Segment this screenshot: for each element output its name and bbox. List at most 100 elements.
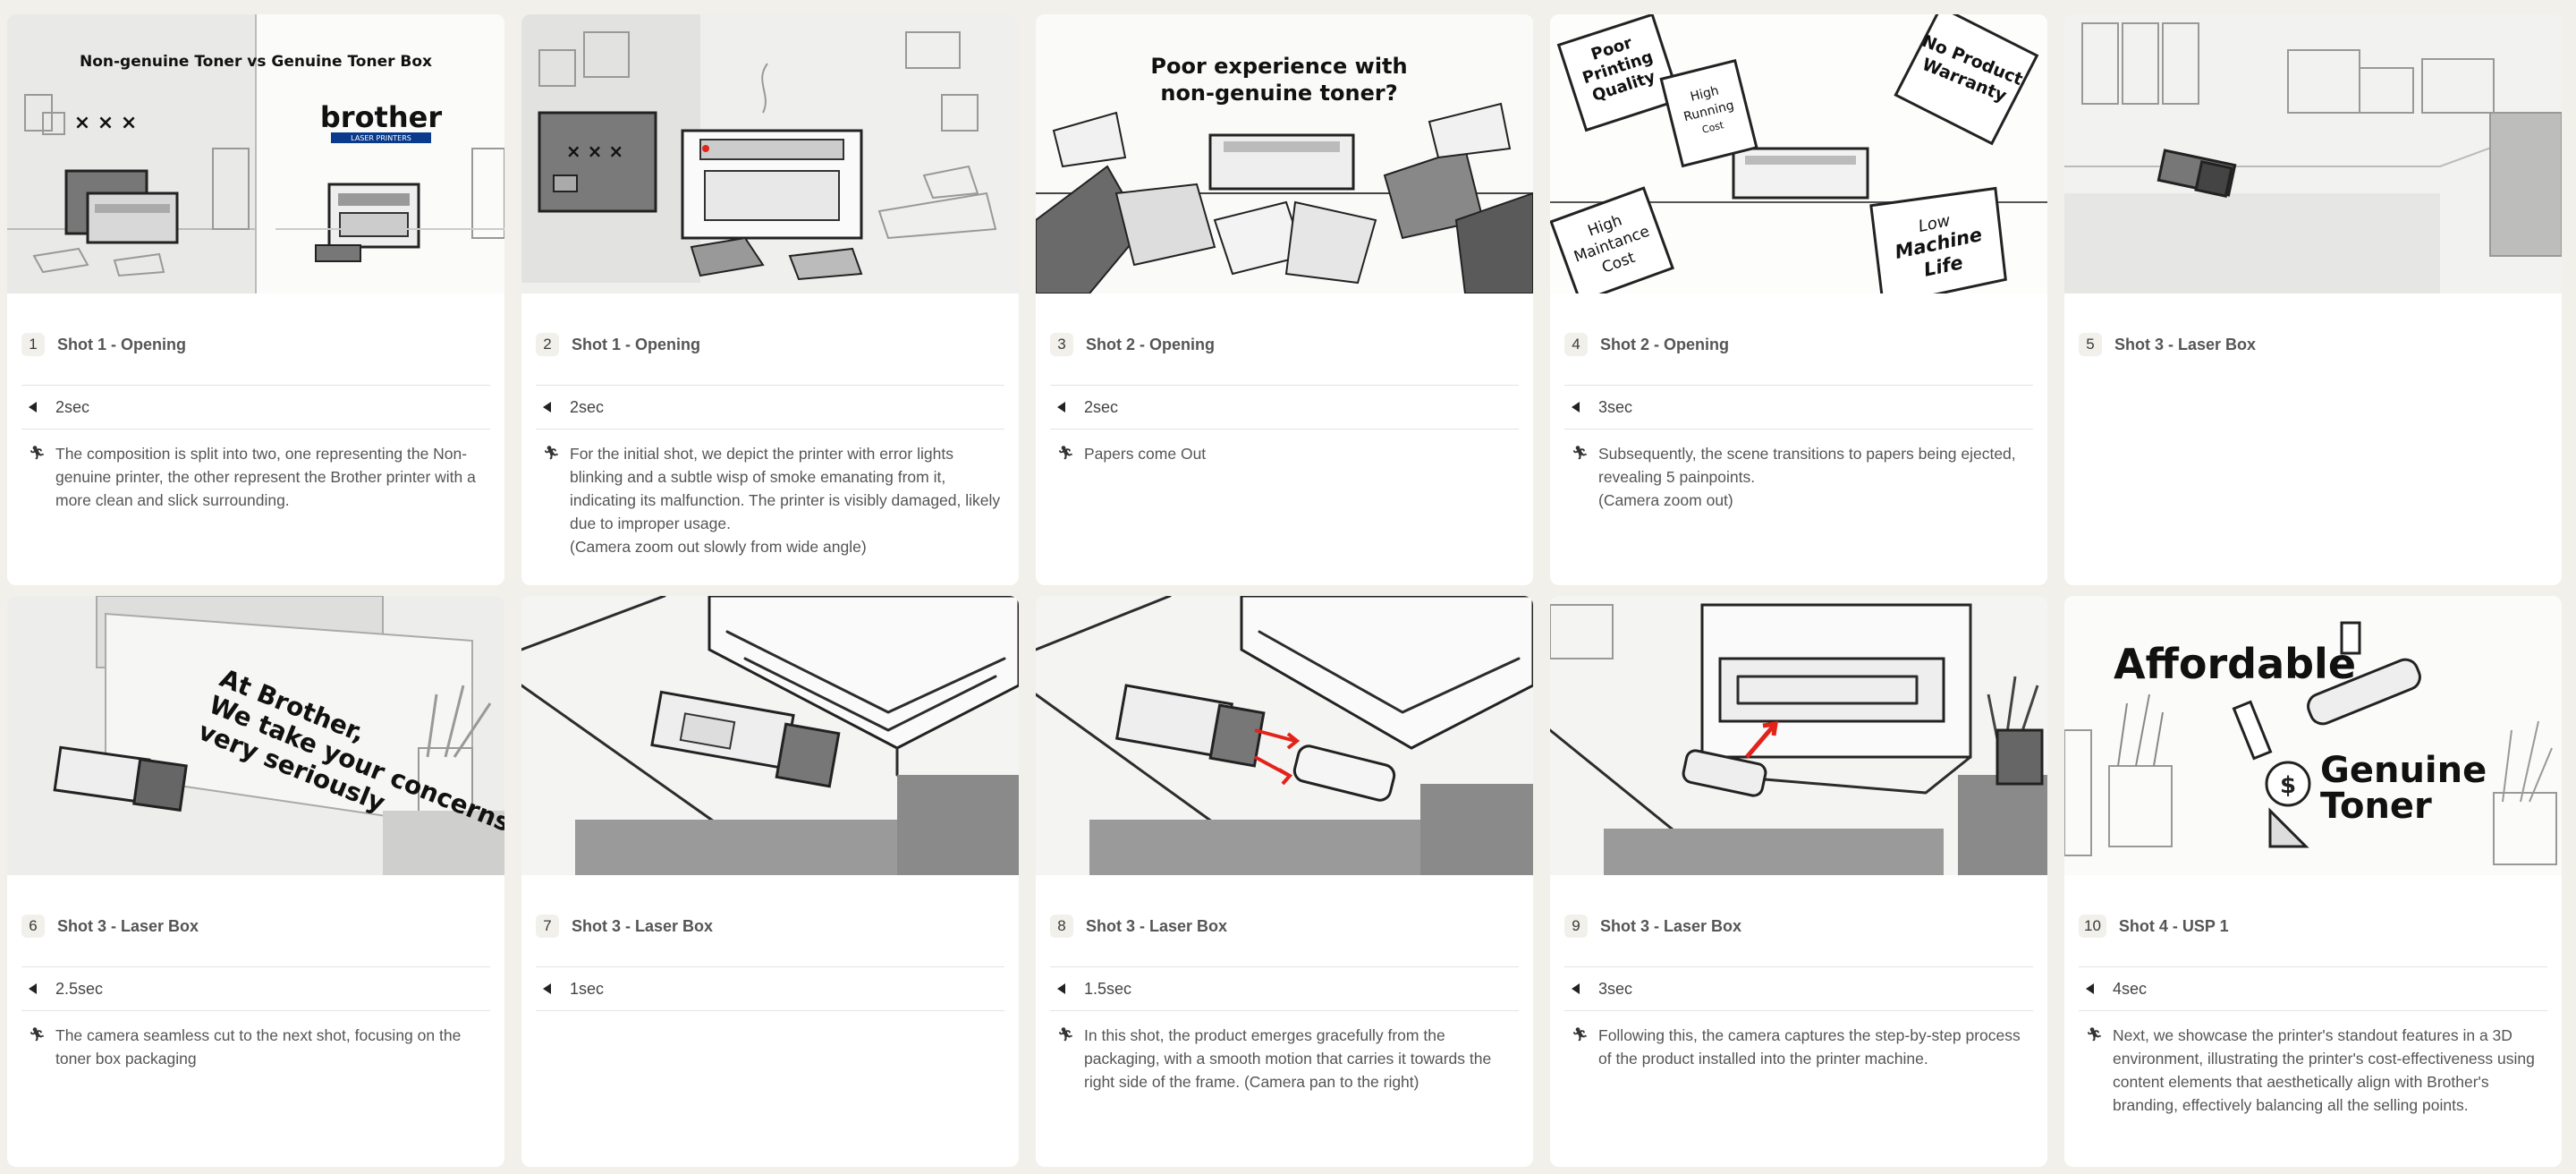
duration-row: 4sec: [2079, 966, 2547, 1011]
sketch-illustration: Poor Printing Quality High Running Cost …: [1550, 14, 2047, 294]
error-marks: × × ×: [566, 140, 623, 162]
speaker-icon: [1564, 983, 1580, 994]
duration-text[interactable]: 1.5sec: [1084, 979, 1132, 998]
duration-text[interactable]: 3sec: [1598, 979, 1633, 998]
duration-text[interactable]: 2sec: [1084, 397, 1119, 416]
frame-header: 3 Shot 2 - Opening: [1050, 329, 1519, 360]
action-row: 🏃︎ The composition is split into two, on…: [21, 442, 490, 512]
frame-art-title: Non-genuine Toner vs Genuine Toner Box: [80, 53, 432, 71]
speaker-icon: [1050, 983, 1065, 994]
storyboard-frame[interactable]: Non-genuine Toner vs Genuine Toner Box ×…: [7, 14, 504, 585]
frame-thumbnail[interactable]: × × ×: [521, 14, 1019, 294]
shot-title[interactable]: Shot 3 - Laser Box: [1600, 916, 1742, 935]
storyboard-frame[interactable]: 8 Shot 3 - Laser Box 1.5sec 🏃︎ In this s…: [1036, 596, 1533, 1167]
frame-thumbnail[interactable]: $ Affordable Genuine Toner: [2064, 596, 2562, 875]
duration-row: 2.5sec: [21, 966, 490, 1011]
painpoint-text: Cost: [1701, 119, 1726, 136]
frame-number: 9: [1564, 915, 1588, 938]
frame-header: 5 Shot 3 - Laser Box: [2079, 329, 2547, 360]
shot-title[interactable]: Shot 3 - Laser Box: [57, 916, 199, 935]
action-text[interactable]: Subsequently, the scene transitions to p…: [1598, 445, 2016, 509]
storyboard-grid: Non-genuine Toner vs Genuine Toner Box ×…: [7, 14, 2562, 1167]
shot-title[interactable]: Shot 3 - Laser Box: [572, 916, 714, 935]
shot-title[interactable]: Shot 4 - USP 1: [2118, 916, 2229, 935]
frame-thumbnail[interactable]: [521, 596, 1019, 875]
duration-text[interactable]: 2sec: [55, 397, 90, 416]
frame-thumbnail[interactable]: [2064, 14, 2562, 294]
frame-info-card: 8 Shot 3 - Laser Box 1.5sec 🏃︎ In this s…: [1036, 891, 1533, 1167]
speaker-icon: [536, 983, 551, 994]
storyboard-frame[interactable]: 9 Shot 3 - Laser Box 3sec 🏃︎ Following t…: [1550, 596, 2047, 1167]
shot-title[interactable]: Shot 1 - Opening: [572, 335, 700, 353]
usp-subline2: Toner: [2320, 786, 2432, 827]
frame-number: 5: [2079, 333, 2102, 356]
duration-row: 1sec: [536, 966, 1004, 1011]
frame-header: 6 Shot 3 - Laser Box: [21, 911, 490, 941]
action-text[interactable]: The camera seamless cut to the next shot…: [55, 1026, 462, 1068]
speaker-icon: [21, 983, 37, 994]
running-figure-icon: 🏃︎: [1057, 446, 1075, 461]
error-marks: × × ×: [74, 112, 138, 134]
frame-thumbnail[interactable]: Poor experience with non-genuine toner?: [1036, 14, 1533, 294]
speaker-icon: [21, 402, 37, 413]
duration-row: 3sec: [1564, 966, 2033, 1011]
frame-number: 3: [1050, 333, 1073, 356]
action-text[interactable]: In this shot, the product emerges gracef…: [1084, 1026, 1492, 1091]
frame-header: 9 Shot 3 - Laser Box: [1564, 911, 2033, 941]
action-text[interactable]: Next, we showcase the printer's standout…: [2113, 1026, 2535, 1114]
frame-info-card: 5 Shot 3 - Laser Box: [2064, 310, 2562, 585]
frame-thumbnail[interactable]: Poor Printing Quality High Running Cost …: [1550, 14, 2047, 294]
action-text[interactable]: For the initial shot, we depict the prin…: [570, 445, 1001, 556]
storyboard-frame[interactable]: 5 Shot 3 - Laser Box: [2064, 14, 2562, 585]
running-figure-icon: 🏃︎: [1057, 1027, 1075, 1042]
frame-number: 8: [1050, 915, 1073, 938]
frame-info-card: 4 Shot 2 - Opening 3sec 🏃︎ Subsequently,…: [1550, 310, 2047, 585]
brother-logo: brother: [320, 100, 442, 134]
storyboard-frame[interactable]: Poor Printing Quality High Running Cost …: [1550, 14, 2047, 585]
storyboard-frame[interactable]: Poor experience with non-genuine toner? …: [1036, 14, 1533, 585]
frame-number: 4: [1564, 333, 1588, 356]
running-figure-icon: 🏃︎: [29, 1027, 47, 1042]
storyboard-frame[interactable]: 7 Shot 3 - Laser Box 1sec: [521, 596, 1019, 1167]
shot-title[interactable]: Shot 2 - Opening: [1086, 335, 1215, 353]
speaker-icon: [2079, 983, 2094, 994]
painpoint-text: High: [1689, 83, 1720, 104]
frame-thumbnail[interactable]: [1550, 596, 2047, 875]
duration-text[interactable]: 2sec: [570, 397, 605, 416]
frame-header: 8 Shot 3 - Laser Box: [1050, 911, 1519, 941]
running-figure-icon: 🏃︎: [1572, 446, 1589, 461]
frame-header: 7 Shot 3 - Laser Box: [536, 911, 1004, 941]
frame-number: 1: [21, 333, 45, 356]
action-text[interactable]: The composition is split into two, one r…: [55, 445, 476, 509]
action-row: 🏃︎ Papers come Out: [1050, 442, 1519, 465]
running-figure-icon: 🏃︎: [543, 446, 561, 461]
action-text[interactable]: Following this, the camera captures the …: [1598, 1026, 2021, 1068]
shot-title[interactable]: Shot 3 - Laser Box: [1086, 916, 1228, 935]
frame-thumbnail[interactable]: At Brother, We take your concerns very s…: [7, 596, 504, 875]
frame-number: 10: [2079, 915, 2106, 938]
shot-title[interactable]: Shot 1 - Opening: [57, 335, 186, 353]
storyboard-frame[interactable]: At Brother, We take your concerns very s…: [7, 596, 504, 1167]
storyboard-frame[interactable]: × × × 2 Shot 1 - Opening 2sec: [521, 14, 1019, 585]
duration-text[interactable]: 3sec: [1598, 397, 1633, 416]
frame-info-card: 1 Shot 1 - Opening 2sec 🏃︎ The compositi…: [7, 310, 504, 585]
duration-row: 3sec: [1564, 385, 2033, 430]
duration-text[interactable]: 4sec: [2113, 979, 2148, 998]
shot-title[interactable]: Shot 2 - Opening: [1600, 335, 1729, 353]
speaker-icon: [536, 402, 551, 413]
shot-title[interactable]: Shot 3 - Laser Box: [2114, 335, 2257, 353]
action-text[interactable]: Papers come Out: [1084, 445, 1207, 463]
frame-info-card: 6 Shot 3 - Laser Box 2.5sec 🏃︎ The camer…: [7, 891, 504, 1167]
frame-thumbnail[interactable]: [1036, 596, 1533, 875]
sketch-illustration: [1550, 596, 2047, 875]
frame-thumbnail[interactable]: Non-genuine Toner vs Genuine Toner Box ×…: [7, 14, 504, 294]
storyboard-frame[interactable]: $ Affordable Genuine Toner 10 Shot 4 - U…: [2064, 596, 2562, 1167]
brother-logo-sub: LASER PRINTERS: [351, 134, 411, 142]
frame-header: 2 Shot 1 - Opening: [536, 329, 1004, 360]
sketch-illustration: At Brother, We take your concerns very s…: [7, 596, 504, 875]
duration-text[interactable]: 1sec: [570, 979, 605, 998]
duration-text[interactable]: 2.5sec: [55, 979, 104, 998]
sketch-illustration: $ Affordable Genuine Toner: [2064, 596, 2562, 875]
duration-row: 2sec: [536, 385, 1004, 430]
sketch-illustration: × × ×: [521, 14, 1019, 294]
